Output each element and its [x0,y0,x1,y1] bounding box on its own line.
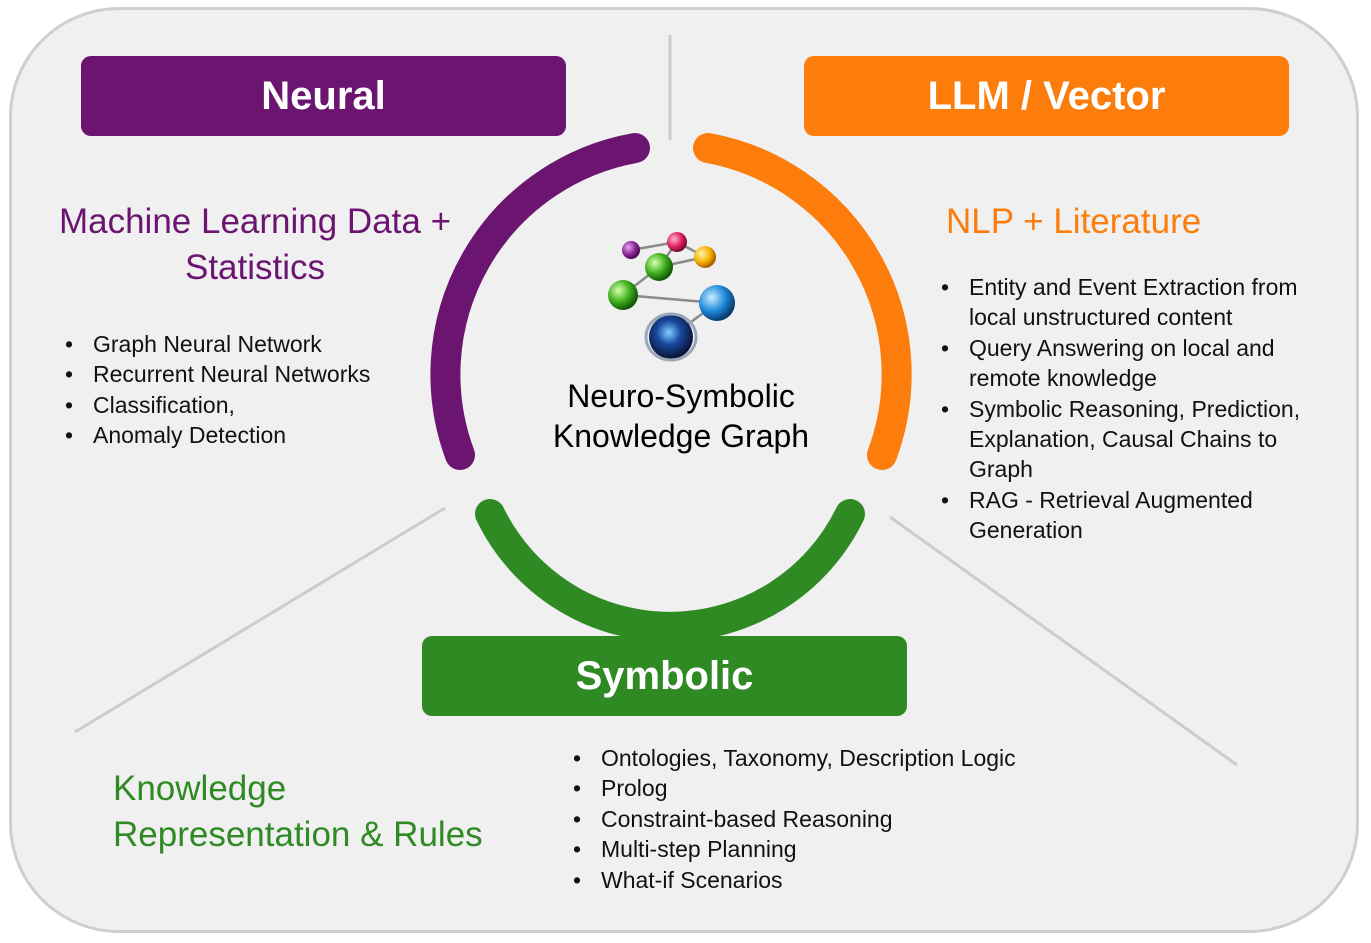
center-title: Neuro-Symbolic Knowledge Graph [506,376,856,456]
list-item: Query Answering on local and remote know… [941,333,1341,394]
symbolic-arc [475,499,865,642]
llm-arc [693,133,912,470]
list-item: Anomaly Detection [65,420,445,451]
llm-vector-header: LLM / Vector [804,56,1289,136]
list-item: Entity and Event Extraction from local u… [941,272,1341,333]
neural-arc [430,133,650,470]
list-item: What-if Scenarios [573,865,1093,896]
llm-list: Entity and Event Extraction from local u… [941,272,1341,546]
symbolic-subtitle-text: Knowledge Representation & Rules [113,769,483,854]
neural-subtitle: Machine Learning Data + Statistics [58,202,452,287]
symbolic-subtitle: Knowledge Representation & Rules [113,766,533,858]
symbolic-header: Symbolic [422,636,907,716]
list-item: Graph Neural Network [65,329,445,360]
list-item: Symbolic Reasoning, Prediction, Explanat… [941,394,1341,485]
neural-list: Graph Neural Network Recurrent Neural Ne… [65,329,445,451]
list-item: Multi-step Planning [573,834,1093,865]
llm-header-label: LLM / Vector [927,73,1166,118]
llm-subtitle: NLP + Literature [946,202,1202,241]
symbolic-header-label: Symbolic [575,653,754,698]
symbolic-list: Ontologies, Taxonomy, Description Logic … [573,743,1093,895]
molecule-graph-icon [608,232,735,362]
center-title-line1: Neuro-Symbolic [567,378,795,414]
list-item: RAG - Retrieval Augmented Generation [941,485,1341,546]
list-item: Classification, [65,390,445,421]
neural-header-label: Neural [261,73,386,118]
list-item: Constraint-based Reasoning [573,804,1093,835]
list-item: Prolog [573,773,1093,804]
divider-right [889,515,1238,767]
list-item: Recurrent Neural Networks [65,359,445,390]
center-title-line2: Knowledge Graph [552,418,810,454]
divider-left [74,506,446,734]
neural-header: Neural [81,56,566,136]
list-item: Ontologies, Taxonomy, Description Logic [573,743,1093,774]
